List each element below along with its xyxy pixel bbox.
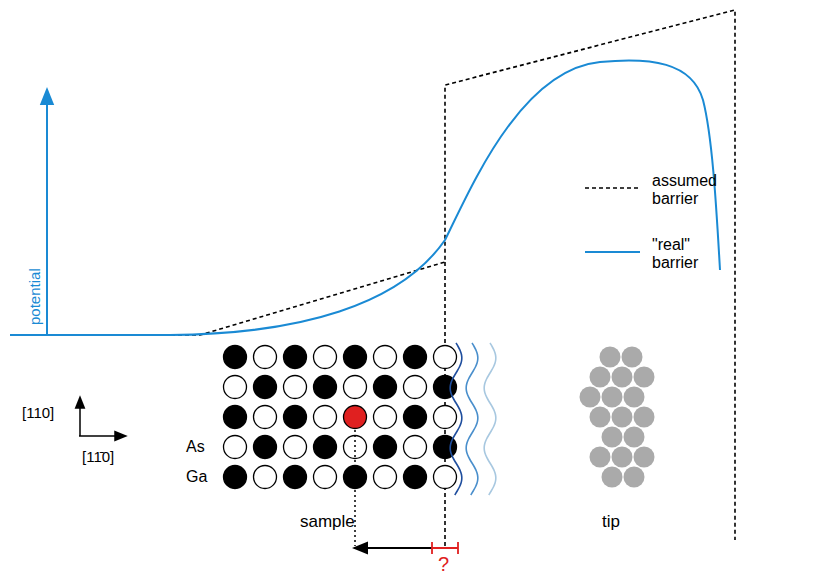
atom bbox=[314, 406, 337, 429]
tip-atom bbox=[624, 427, 645, 448]
atom bbox=[254, 466, 277, 489]
atom bbox=[314, 346, 337, 369]
atom bbox=[254, 346, 277, 369]
atom bbox=[374, 436, 397, 459]
part-label: tip bbox=[602, 512, 620, 532]
atom bbox=[254, 406, 277, 429]
atom bbox=[374, 406, 397, 429]
atom bbox=[434, 466, 457, 489]
atom bbox=[344, 406, 367, 429]
part-label: sample bbox=[300, 512, 355, 532]
atom bbox=[434, 346, 457, 369]
atom bbox=[254, 436, 277, 459]
axis-label: potential bbox=[26, 268, 43, 325]
atom bbox=[224, 436, 247, 459]
legend-sample-blue bbox=[585, 251, 640, 253]
atom bbox=[404, 466, 427, 489]
tip-atom bbox=[612, 447, 633, 468]
atom bbox=[284, 376, 307, 399]
wavefunction bbox=[450, 343, 496, 495]
atom bbox=[284, 436, 307, 459]
tip-atom bbox=[634, 447, 655, 468]
uncertainty-bracket bbox=[432, 542, 458, 554]
real-barrier-curve bbox=[10, 60, 720, 335]
tip-atom bbox=[580, 387, 601, 408]
tip-atom bbox=[602, 427, 623, 448]
atom bbox=[374, 376, 397, 399]
legend-sample-dashed bbox=[585, 187, 640, 189]
atom bbox=[314, 466, 337, 489]
atom bbox=[284, 346, 307, 369]
atom bbox=[404, 376, 427, 399]
assumed-barrier-line bbox=[10, 10, 735, 540]
axis-arrow bbox=[79, 402, 81, 436]
atom bbox=[344, 346, 367, 369]
tip-atom bbox=[602, 467, 623, 488]
tip-atom bbox=[600, 347, 621, 368]
axis-arrow bbox=[79, 435, 121, 437]
tip-atom bbox=[602, 387, 623, 408]
wave-line bbox=[466, 343, 478, 495]
legend-text: assumed barrier bbox=[652, 172, 732, 209]
atom-label: As bbox=[186, 438, 205, 456]
tip-atom bbox=[634, 367, 655, 388]
atom bbox=[224, 346, 247, 369]
atom bbox=[224, 376, 247, 399]
tip-atom bbox=[634, 407, 655, 428]
tip-atom bbox=[624, 467, 645, 488]
tip-atoms bbox=[580, 347, 655, 488]
tip-atom bbox=[612, 367, 633, 388]
tip-atom bbox=[622, 347, 643, 368]
wave-line bbox=[450, 343, 462, 495]
wave-line bbox=[484, 343, 496, 495]
tip-atom bbox=[590, 367, 611, 388]
atom bbox=[284, 466, 307, 489]
question-mark: ? bbox=[438, 553, 449, 574]
atom bbox=[224, 466, 247, 489]
tip-atom bbox=[590, 447, 611, 468]
atom bbox=[344, 376, 367, 399]
legend-text: "real" barrier bbox=[652, 236, 732, 273]
atom bbox=[224, 406, 247, 429]
atom bbox=[404, 436, 427, 459]
potential-axis bbox=[46, 96, 48, 336]
atom bbox=[404, 346, 427, 369]
direction-label: [11̄0] bbox=[82, 448, 114, 465]
tip-atom bbox=[624, 387, 645, 408]
atom bbox=[374, 466, 397, 489]
atom bbox=[254, 376, 277, 399]
direction-label: [110] bbox=[22, 404, 54, 421]
atom-label: Ga bbox=[186, 468, 207, 486]
atom bbox=[374, 346, 397, 369]
tip-atom bbox=[590, 407, 611, 428]
tip-atom bbox=[612, 407, 633, 428]
atom bbox=[434, 406, 457, 429]
atom bbox=[314, 376, 337, 399]
atom bbox=[404, 406, 427, 429]
atom bbox=[314, 436, 337, 459]
atom bbox=[284, 406, 307, 429]
crystal-lattice bbox=[224, 346, 457, 489]
